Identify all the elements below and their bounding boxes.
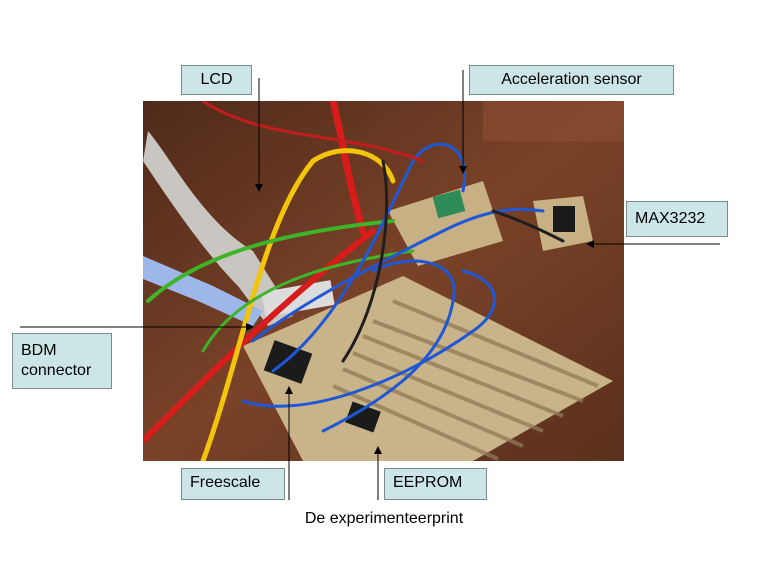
freescale-arrowhead: [285, 386, 293, 394]
perfboard-main: [243, 276, 613, 461]
lcd-arrowhead: [255, 184, 263, 192]
max3232-arrowhead: [586, 240, 594, 248]
callout-lcd: LCD: [181, 65, 252, 95]
wires: [143, 101, 565, 461]
figure-caption: De experimenteerprint: [304, 510, 464, 527]
callout-max3232: MAX3232: [626, 201, 728, 237]
board-photo: [143, 101, 624, 461]
eeprom-chip: [345, 401, 381, 433]
callout-freescale: Freescale: [181, 468, 285, 500]
bdm-connector-arrowhead: [246, 323, 254, 331]
board-photo-illustration: [143, 101, 624, 461]
bdm-connector-label-line1: BDM: [21, 342, 57, 359]
callout-eeprom: EEPROM: [384, 468, 487, 500]
ribbon-cable: [143, 131, 293, 326]
freescale-chip: [263, 340, 313, 384]
blue-ribbon-cable: [143, 256, 263, 326]
max3232-chip: [553, 206, 575, 232]
acceleration-sensor-arrowhead: [459, 166, 467, 174]
callout-acceleration-sensor: Acceleration sensor: [469, 65, 674, 95]
perfboard-strips: [332, 299, 599, 461]
eeprom-arrowhead: [374, 446, 382, 454]
callout-bdm-connector: BDM connector: [12, 333, 112, 389]
bdm-connector-label-line2: connector: [21, 362, 92, 379]
acceleration-sensor-module: [432, 189, 466, 219]
